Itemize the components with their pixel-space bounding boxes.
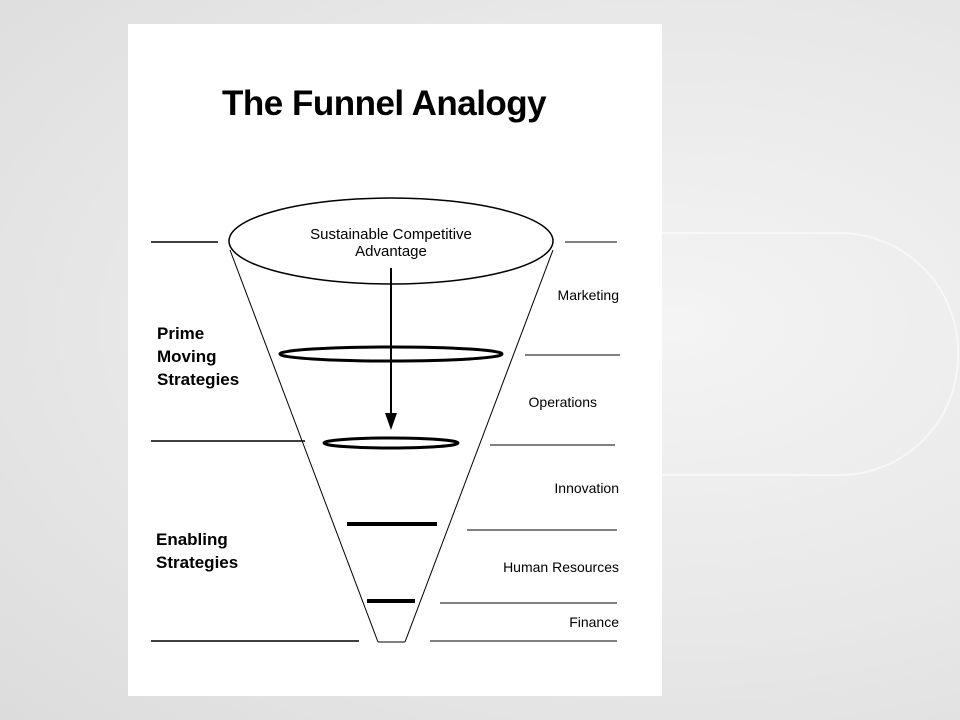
group-label-prime-moving-strategies: Prime Moving Strategies <box>157 324 240 389</box>
funnel-left-edge <box>229 249 379 643</box>
layer-label-finance: Finance <box>569 614 619 630</box>
group-label-enabling-strategies: Enabling Strategies <box>156 530 239 572</box>
layer-label-human-resources: Human Resources <box>503 559 619 575</box>
layer-label-operations: Operations <box>528 394 597 410</box>
layer-label-innovation: Innovation <box>554 480 619 496</box>
funnel-right-edge <box>404 249 554 643</box>
top-ellipse-label: Sustainable Competitive Advantage <box>262 226 520 260</box>
layer-ring-operations <box>322 436 460 450</box>
diagram-title: The Funnel Analogy <box>222 84 547 123</box>
layer-label-marketing: Marketing <box>557 287 619 303</box>
downward-arrow-head <box>385 413 397 430</box>
top-label-line-2: Advantage <box>355 243 427 260</box>
top-label-line-1: Sustainable Competitive <box>310 226 472 243</box>
